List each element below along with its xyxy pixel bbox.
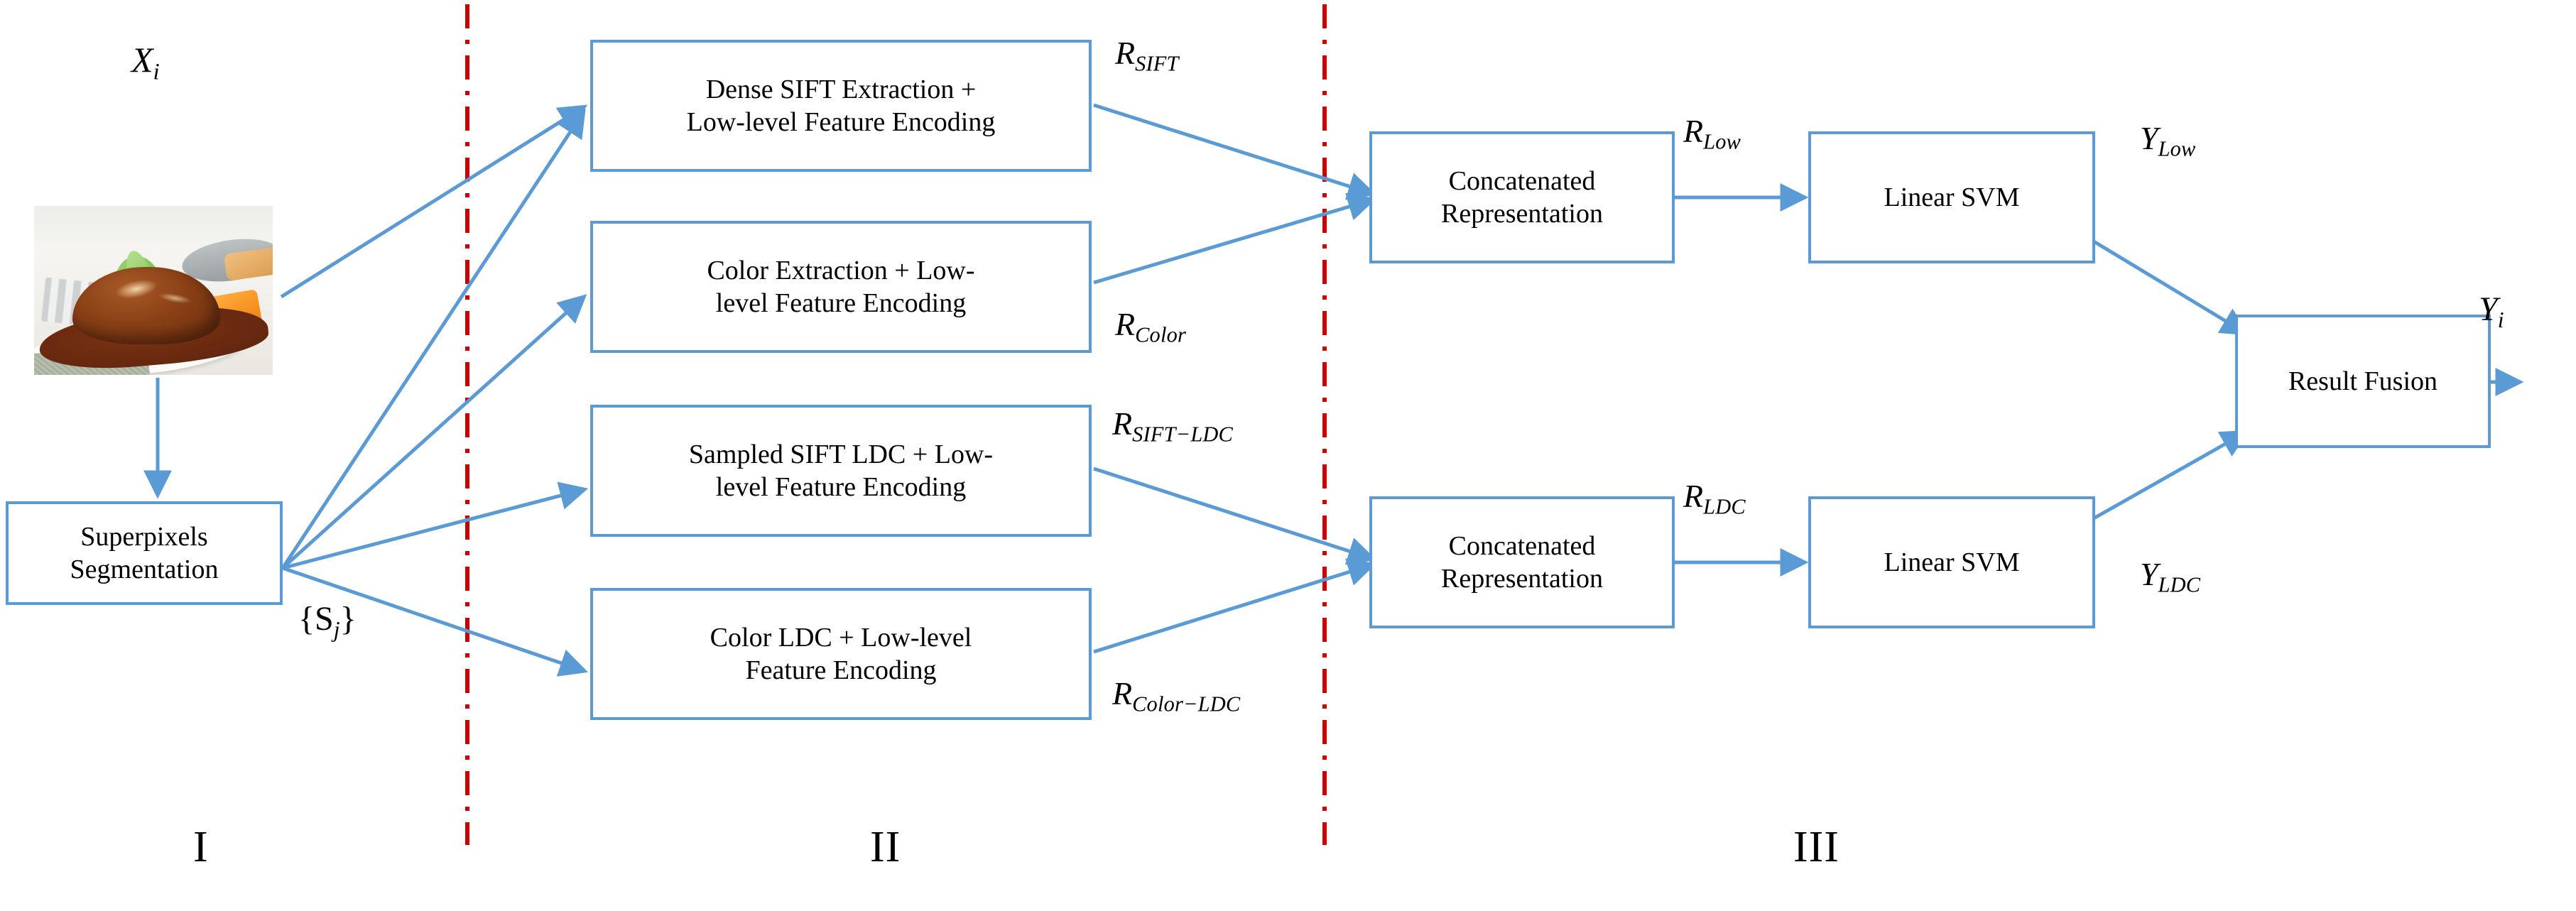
stage-label-2: II [870,823,901,871]
label-input-x-sub: i [153,59,160,85]
box-color-ldc-line2: Feature Encoding [745,655,937,685]
box-color-ldc[interactable]: Color LDC + Low-level Feature Encoding [590,588,1092,720]
label-r-color-ldc-sub: Color−LDC [1132,692,1241,716]
label-y-ldc-base: Y [2140,556,2158,592]
label-r-color-sub: Color [1135,322,1186,347]
label-r-low-sub: Low [1703,129,1741,154]
label-r-sift-base: R [1115,35,1136,71]
box-concat-ldc-text: Concatenated Representation [1427,530,1617,596]
box-sampled-sift-ldc-text: Sampled SIFT LDC + Low- level Feature En… [675,438,1007,504]
box-result-fusion-text: Result Fusion [2288,366,2438,396]
label-r-sift-ldc: RSIFT−LDC [1112,405,1233,447]
box-linear-svm-low[interactable]: Linear SVM [1808,131,2095,263]
label-y-low: YLow [2140,119,2196,162]
box-superpixels-text: Superpixels Segmentation [56,520,233,587]
box-linear-svm-ldc[interactable]: Linear SVM [1808,496,2095,628]
label-r-ldc-base: R [1683,478,1704,514]
label-r-sift: RSIFT [1115,34,1179,77]
label-y-ldc: YLDC [2140,555,2200,598]
label-y-output-base: Y [2479,290,2498,328]
box-dense-sift-line2: Low-level Feature Encoding [686,107,996,137]
arrow-color-ldc-to-concat-ldc [1093,558,1377,654]
label-r-sift-ldc-sub: SIFT−LDC [1132,422,1233,447]
box-concat-low-text: Concatenated Representation [1427,165,1617,231]
arrow-svm-ldc-to-result-fusion [2092,430,2250,520]
label-r-color: RColor [1115,305,1186,348]
box-color-extraction-line1: Color Extraction + Low- [707,255,975,285]
label-r-color-base: R [1115,306,1136,342]
box-superpixels-line2: Segmentation [70,555,219,584]
arrow-color-extraction-to-concat-low [1093,192,1377,285]
label-input-x-base: X [131,40,153,80]
box-dense-sift-line1: Dense SIFT Extraction + [705,74,977,104]
box-concat-low-line1: Concatenated [1448,165,1596,196]
box-superpixels-segmentation[interactable]: Superpixels Segmentation [6,501,283,605]
box-svm-ldc-text: Linear SVM [1884,547,2020,577]
label-r-color-ldc: RColor−LDC [1112,675,1240,717]
label-r-color-ldc-base: R [1112,675,1133,711]
label-r-low: RLow [1683,112,1741,155]
arrow-superpixels-to-color-extraction [281,294,587,569]
box-superpixels-line1: Superpixels [80,521,208,552]
label-y-output-sub: i [2497,307,2504,333]
label-superpixel-set: {Sj} [298,599,357,643]
label-y-low-base: Y [2140,120,2158,156]
box-dense-sift-extraction[interactable]: Dense SIFT Extraction + Low-level Featur… [590,40,1092,172]
box-color-extraction-line2: level Feature Encoding [715,288,967,318]
label-y-low-sub: Low [2158,136,2196,161]
box-concat-ldc-line2: Representation [1441,564,1603,594]
label-r-sift-sub: SIFT [1135,51,1179,76]
arrow-superpixels-to-sampled-sift-ldc [282,481,589,570]
box-result-fusion[interactable]: Result Fusion [2235,315,2491,448]
box-svm-low-text: Linear SVM [1884,182,2020,212]
box-color-extraction[interactable]: Color Extraction + Low- level Feature En… [590,221,1092,353]
label-r-ldc: RLDC [1683,477,1746,520]
box-sampled-sift-ldc-line2: level Feature Encoding [715,472,967,502]
box-color-ldc-line1: Color LDC + Low-level [710,622,972,653]
box-color-ldc-text: Color LDC + Low-level Feature Encoding [696,621,987,687]
stage-label-3: III [1793,823,1839,871]
arrow-superpixels-to-dense-sift [281,108,586,569]
arrow-svm-low-to-result-fusion [2092,239,2250,336]
label-superpixel-set-sub: j [333,617,340,643]
arrow-image-to-dense-sift [280,104,588,299]
arrow-sampled-sift-ldc-to-concat-ldc [1093,467,1377,565]
label-r-sift-ldc-base: R [1112,405,1133,442]
box-sampled-sift-ldc-line1: Sampled SIFT LDC + Low- [688,439,994,469]
box-concatenated-representation-low[interactable]: Concatenated Representation [1369,131,1675,263]
box-color-extraction-text: Color Extraction + Low- level Feature En… [692,254,989,320]
label-y-output: Yi [2479,290,2504,333]
label-r-low-base: R [1683,113,1704,149]
box-sampled-sift-ldc[interactable]: Sampled SIFT LDC + Low- level Feature En… [590,405,1092,537]
label-input-x: Xi [131,39,160,86]
label-superpixel-set-close: } [339,600,357,638]
stage-label-1: I [193,823,209,871]
input-food-image [34,206,273,375]
label-superpixel-set-open: {S [298,600,334,638]
label-r-ldc-sub: LDC [1703,494,1746,519]
box-dense-sift-text: Dense SIFT Extraction + Low-level Featur… [673,73,1010,139]
box-concatenated-representation-ldc[interactable]: Concatenated Representation [1369,496,1675,628]
label-y-ldc-sub: LDC [2158,572,2201,597]
arrow-dense-sift-to-concat-low [1093,103,1377,200]
box-concat-low-line2: Representation [1441,199,1603,229]
box-concat-ldc-line1: Concatenated [1448,530,1596,561]
